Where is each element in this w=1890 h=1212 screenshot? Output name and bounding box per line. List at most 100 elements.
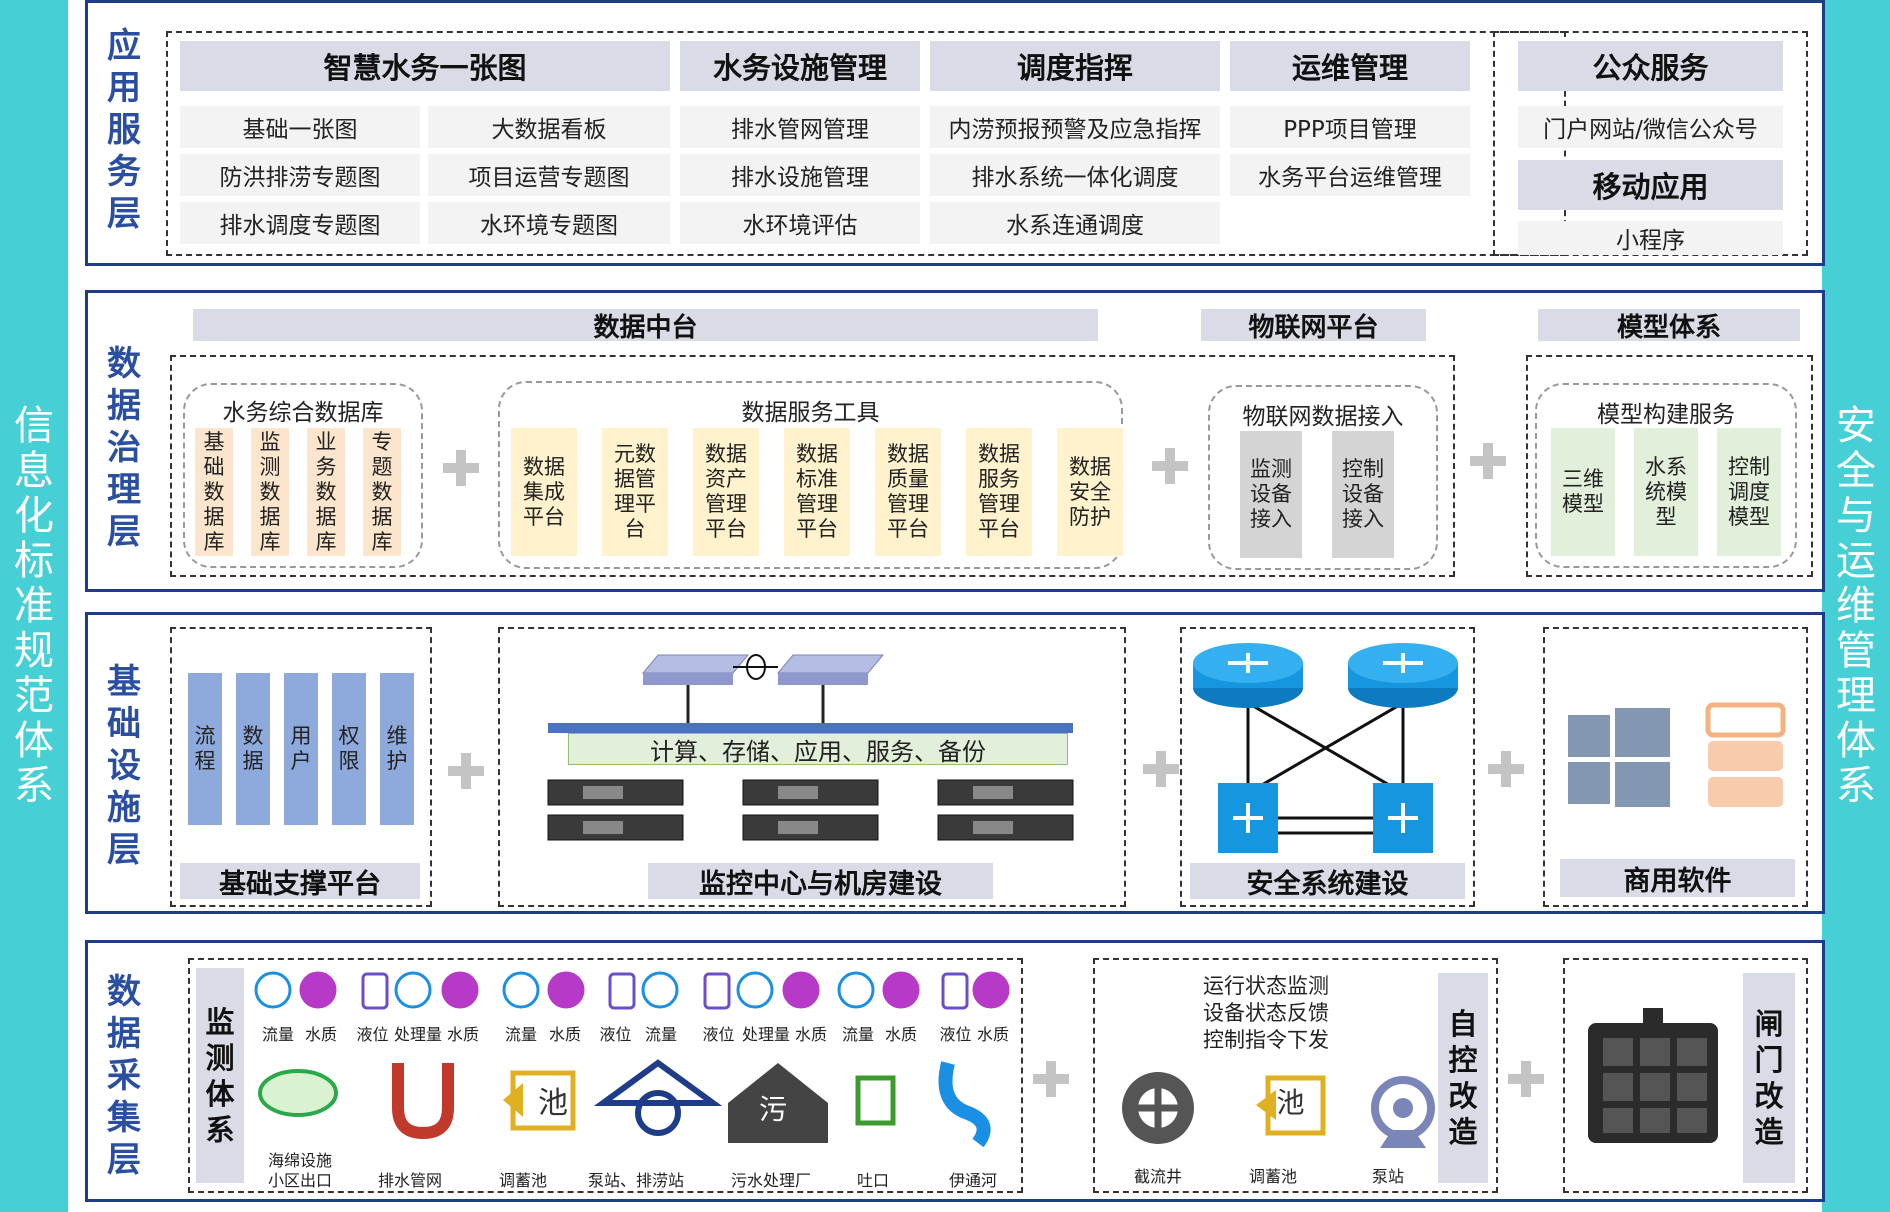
facility-label: 伊通河 (948, 1171, 997, 1190)
security-frame (1180, 627, 1475, 907)
model-title: 模型体系 (1538, 309, 1800, 343)
app-layer-title: 应用服务层 (107, 26, 141, 234)
auto-line: 设备状态反馈 (1203, 1001, 1329, 1025)
facility-label: 排水管网 (377, 1171, 442, 1190)
tool-item[interactable]: 数据标准管理平台 (784, 428, 850, 556)
data-frame (170, 355, 1455, 577)
support-item[interactable]: 流程 (188, 673, 222, 825)
collect-layer: 数据采集层 监测体系 流量 水质 液位 处理量 水质 流量 水质 液位 流量 液… (85, 940, 1825, 1202)
support-item[interactable]: 用户 (284, 673, 318, 825)
auto-icons (1122, 1072, 1435, 1148)
auto-item: 调蓄池 (1248, 1167, 1297, 1186)
db-item[interactable]: 业务数据库 (307, 428, 345, 556)
app-item[interactable]: 基础一张图 (180, 106, 420, 148)
db-item[interactable]: 专题数据库 (363, 428, 401, 556)
db-item[interactable]: 基础数据库 (195, 428, 233, 556)
app-item[interactable]: 水系连通调度 (930, 202, 1220, 244)
app-item[interactable]: 水环境专题图 (428, 202, 670, 244)
app-item[interactable]: 项目运营专题图 (428, 154, 670, 196)
servers-icon (547, 779, 1074, 841)
tool-item[interactable]: 数据服务管理平台 (966, 428, 1032, 556)
app-item[interactable]: 排水管网管理 (680, 106, 920, 148)
left-sidebar-text: 信息化标准规范体系 (14, 402, 54, 809)
app-item[interactable]: 排水设施管理 (680, 154, 920, 196)
app-item[interactable]: 门户网站/微信公众号 (1518, 106, 1783, 148)
software-frame (1543, 627, 1808, 907)
plus-icon (448, 753, 484, 789)
facility-label: 海绵设施 小区出口 (267, 1151, 332, 1190)
center-label: 监控中心与机房建设 (648, 863, 993, 900)
support-item[interactable]: 权限 (332, 673, 366, 825)
sensor-label: 处理量 (393, 1025, 442, 1044)
iot-item[interactable]: 监测设备接入 (1240, 431, 1302, 558)
model-group-title: 模型构建服务 (1597, 402, 1735, 428)
app-item[interactable]: 小程序 (1518, 221, 1783, 255)
sensor-label: 水质 (884, 1025, 917, 1044)
sensor-label: 液位 (939, 1025, 972, 1044)
right-sidebar: 安全与运维管理体系 (1822, 0, 1890, 1212)
monitor-frame (188, 958, 1023, 1193)
network-security-icon (1193, 643, 1458, 853)
sensor-label: 流量 (841, 1025, 874, 1044)
left-sidebar: 信息化标准规范体系 (0, 0, 68, 1212)
sensor-icons (254, 971, 1010, 1010)
sensor-label: 液位 (599, 1025, 632, 1044)
iot-title: 物联网平台 (1201, 309, 1426, 343)
sewage-char: 污 (758, 1093, 787, 1126)
model-group (1535, 383, 1797, 568)
group-title: 智慧水务一张图 (180, 41, 670, 91)
app-item[interactable]: 防洪排涝专题图 (180, 154, 420, 196)
security-label: 安全系统建设 (1190, 863, 1465, 900)
app-item[interactable]: 大数据看板 (428, 106, 670, 148)
tool-item[interactable]: 数据安全防护 (1057, 428, 1123, 556)
sensor-label: 处理量 (741, 1025, 790, 1044)
data-middle-title: 数据中台 (193, 309, 1098, 343)
app-item[interactable]: 内涝预报预警及应急指挥 (930, 106, 1220, 148)
sensor-label: 水质 (794, 1025, 827, 1044)
app-item[interactable]: 水环境评估 (680, 202, 920, 244)
compute-bar: 计算、存储、应用、服务、备份 (568, 733, 1068, 766)
tool-item[interactable]: 数据资产管理平台 (693, 428, 759, 556)
pool-char: 池 (1276, 1086, 1305, 1119)
auto-frame (1093, 958, 1498, 1193)
app-item[interactable]: 排水调度专题图 (180, 202, 420, 244)
facility-label: 吐口 (856, 1171, 889, 1190)
gate-frame (1563, 958, 1808, 1193)
sensor-label: 水质 (548, 1025, 581, 1044)
iot-group (1208, 385, 1438, 570)
iot-item[interactable]: 控制设备接入 (1332, 431, 1394, 558)
auto-title: 自控改造 (1438, 973, 1488, 1183)
plus-icon (1033, 1061, 1069, 1097)
iot-group-title: 物联网数据接入 (1242, 404, 1404, 430)
group-title: 调度指挥 (930, 41, 1220, 91)
auto-line: 控制指令下发 (1203, 1028, 1329, 1052)
auto-item: 截流井 (1133, 1167, 1182, 1186)
db-item[interactable]: 监测数据库 (251, 428, 289, 556)
model-item[interactable]: 三维模型 (1551, 428, 1615, 556)
plus-icon (443, 450, 479, 486)
app-item[interactable]: 水务平台运维管理 (1230, 154, 1470, 196)
sensor-label: 水质 (446, 1025, 479, 1044)
data-layer-title: 数据治理层 (107, 344, 141, 552)
plus-icon (1470, 443, 1506, 479)
group-title: 运维管理 (1230, 41, 1470, 91)
tool-group-title: 数据服务工具 (741, 400, 880, 426)
plus-icon (1508, 1061, 1544, 1097)
model-item[interactable]: 水系统模型 (1634, 428, 1698, 556)
sensor-label: 液位 (356, 1025, 389, 1044)
app-item[interactable]: 排水系统一体化调度 (930, 154, 1220, 196)
facility-label: 调蓄池 (498, 1171, 547, 1190)
tool-item[interactable]: 数据集成平台 (511, 428, 577, 556)
group-title: 公众服务 (1518, 41, 1783, 91)
app-public-frame (1493, 31, 1808, 256)
app-item[interactable]: PPP项目管理 (1230, 106, 1470, 148)
model-item[interactable]: 控制调度模型 (1717, 428, 1781, 556)
server-room-icon (548, 654, 1073, 733)
tool-item[interactable]: 元数据管理平台 (602, 428, 668, 556)
monitor-title: 监测体系 (196, 968, 244, 1183)
plus-icon (1152, 448, 1188, 484)
sensor-label: 流量 (504, 1025, 537, 1044)
support-item[interactable]: 维护 (380, 673, 414, 825)
tool-item[interactable]: 数据质量管理平台 (875, 428, 941, 556)
support-item[interactable]: 数据 (236, 673, 270, 825)
